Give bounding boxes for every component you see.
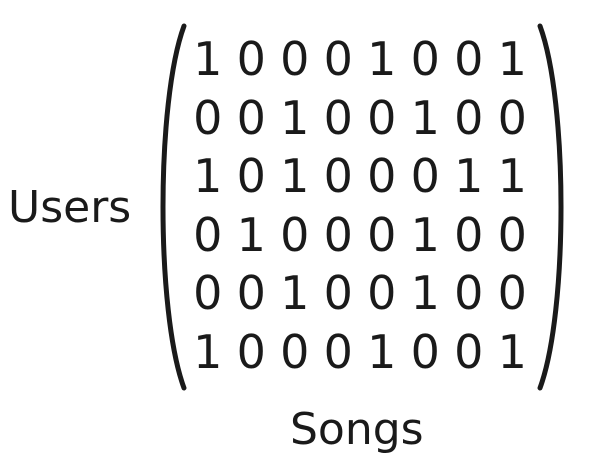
left-parenthesis (160, 23, 187, 391)
matrix-cell: 0 (280, 324, 310, 379)
matrix-cell: 0 (236, 266, 266, 321)
matrix-cell: 1 (410, 266, 440, 321)
matrix-cell: 0 (323, 324, 353, 379)
songs-label: Songs (290, 404, 424, 455)
matrix-cell: 0 (323, 207, 353, 262)
matrix-cell: 0 (323, 266, 353, 321)
matrix-cell: 0 (236, 90, 266, 145)
matrix-cell: 1 (236, 207, 266, 262)
matrix-cell: 0 (280, 207, 310, 262)
matrix-cell: 0 (454, 90, 484, 145)
matrix-cell: 1 (497, 32, 527, 87)
matrix-cell: 0 (497, 90, 527, 145)
matrix-cell: 1 (454, 149, 484, 204)
matrix-cell: 1 (497, 324, 527, 379)
matrix-cell: 1 (193, 149, 223, 204)
right-parenthesis (537, 23, 564, 391)
matrix-cell: 1 (280, 266, 310, 321)
matrix-cell: 0 (323, 90, 353, 145)
matrix-cell: 0 (323, 149, 353, 204)
matrix-cell: 0 (454, 32, 484, 87)
matrix-cell: 0 (236, 324, 266, 379)
matrix-cell: 0 (236, 32, 266, 87)
matrix-cell: 0 (367, 90, 397, 145)
matrix-cell: 0 (323, 32, 353, 87)
matrix-cell: 0 (454, 266, 484, 321)
matrix-cell: 0 (454, 324, 484, 379)
matrix-cell: 0 (193, 207, 223, 262)
matrix-cell: 0 (410, 149, 440, 204)
matrix-cell: 0 (497, 207, 527, 262)
matrix-cell: 1 (367, 32, 397, 87)
matrix-cell: 0 (367, 266, 397, 321)
matrix-cell: 0 (193, 90, 223, 145)
matrix-cell: 1 (367, 324, 397, 379)
matrix-cell: 1 (280, 90, 310, 145)
matrix-cell: 0 (236, 149, 266, 204)
matrix-cell: 0 (367, 207, 397, 262)
matrix-cell: 0 (280, 32, 310, 87)
matrix-cell: 1 (193, 324, 223, 379)
matrix-cell: 0 (193, 266, 223, 321)
matrix-cell: 0 (367, 149, 397, 204)
matrix-cell: 1 (193, 32, 223, 87)
matrix-cell: 1 (497, 149, 527, 204)
matrix-cell: 0 (410, 32, 440, 87)
matrix-cell: 0 (497, 266, 527, 321)
users-label: Users (8, 182, 132, 233)
matrix-cell: 1 (410, 207, 440, 262)
matrix-cell: 1 (410, 90, 440, 145)
matrix-cell: 0 (410, 324, 440, 379)
matrix-cell: 1 (280, 149, 310, 204)
matrix-cell: 0 (454, 207, 484, 262)
